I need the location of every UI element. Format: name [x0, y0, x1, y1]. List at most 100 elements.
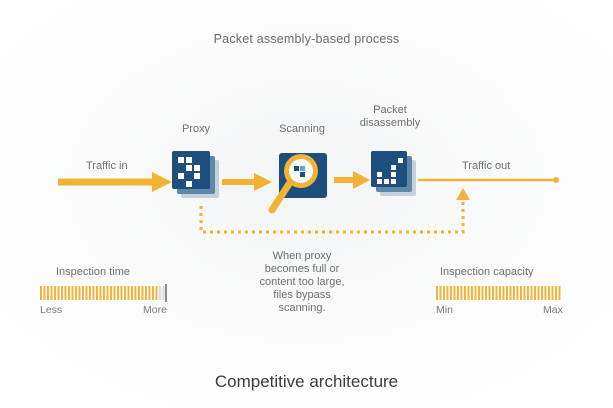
gauge-segment — [124, 286, 126, 300]
gauge-segment — [506, 286, 508, 300]
inspection-time-label: Inspection time — [56, 266, 130, 278]
gauge-segment — [523, 286, 526, 300]
gauge-segment — [481, 286, 484, 300]
gauge-segment — [75, 286, 77, 300]
gauge-segment — [464, 286, 466, 300]
gauge-segment — [541, 286, 543, 300]
traffic-out-label: Traffic out — [462, 160, 511, 172]
gauge-segment — [131, 286, 133, 300]
gauge-segment — [106, 286, 109, 300]
gauge-segment — [141, 286, 144, 300]
gauge-segment — [148, 286, 151, 300]
gauge-segment — [134, 286, 137, 300]
gauge-segment — [537, 286, 540, 300]
gauge-segment — [127, 286, 130, 300]
proxy-icon — [172, 151, 219, 198]
inspection-time-min-label: Less — [40, 304, 63, 316]
gauge-segment — [50, 286, 53, 300]
scanning-label: Scanning — [279, 123, 325, 135]
gauge-segment — [117, 286, 119, 300]
traffic-in-label: Traffic in — [86, 160, 128, 172]
gauge-segment — [446, 286, 449, 300]
gauge-segment — [516, 286, 519, 300]
scanning-magnifier-icon — [268, 153, 327, 214]
gauge-segment — [43, 286, 46, 300]
gauge-segment — [453, 286, 456, 300]
diagram-bottom-title: Competitive architecture — [214, 372, 399, 391]
gauge-segment — [450, 286, 452, 300]
gauge-segment — [155, 286, 158, 300]
inspection-time-max-label: More — [143, 304, 167, 316]
gauge-segment — [145, 286, 147, 300]
gauge-segment — [103, 286, 105, 300]
bypass-note: When proxy becomes full or content too l… — [259, 250, 345, 314]
gauge-end-marker — [165, 284, 167, 302]
gauge-segment — [78, 286, 81, 300]
gauge-segment — [68, 286, 70, 300]
gauge-segment — [96, 286, 98, 300]
gauge-segment — [485, 286, 487, 300]
gauge-segment — [54, 286, 56, 300]
gauge-segment — [495, 286, 498, 300]
bypass-path — [199, 188, 470, 234]
gauge-segment — [120, 286, 123, 300]
gauge-segment — [488, 286, 491, 300]
scan-to-disassembly-arrow — [334, 171, 370, 189]
proxy-to-scan-arrow — [222, 173, 272, 191]
inspection-capacity-max-label: Max — [543, 304, 563, 316]
inspection-capacity-label: Inspection capacity — [440, 266, 534, 278]
gauge-segment — [110, 286, 112, 300]
gauge-segment — [555, 286, 557, 300]
gauge-segment — [47, 286, 49, 300]
gauge-segment — [89, 286, 91, 300]
traffic-in-arrow — [58, 172, 172, 192]
packet-disassembly-icon — [371, 151, 416, 196]
gauge-segment — [492, 286, 494, 300]
gauge-segment — [558, 286, 561, 300]
gauge-segment — [64, 286, 67, 300]
gauge-segment — [467, 286, 470, 300]
gauge-segment — [162, 286, 165, 300]
gauge-segment — [471, 286, 473, 300]
inspection-capacity-min-label: Min — [436, 304, 453, 316]
gauge-segment — [530, 286, 533, 300]
gauge-segment — [499, 286, 501, 300]
gauge-segment — [439, 286, 442, 300]
gauge-segment — [82, 286, 84, 300]
inspection-capacity-gauge — [436, 286, 561, 300]
gauge-segment — [61, 286, 63, 300]
gauge-segment — [520, 286, 522, 300]
gauge-segment — [40, 286, 42, 300]
gauge-segment — [551, 286, 554, 300]
gauge-segment — [460, 286, 463, 300]
diagram-top-title: Packet assembly-based process — [213, 32, 400, 46]
gauge-segment — [527, 286, 529, 300]
gauge-segment — [457, 286, 459, 300]
gauge-segment — [478, 286, 480, 300]
gauge-segment — [474, 286, 477, 300]
gauge-segment — [57, 286, 60, 300]
gauge-segment — [548, 286, 550, 300]
gauge-segment — [544, 286, 547, 300]
gauge-segment — [85, 286, 88, 300]
gauge-segment — [534, 286, 536, 300]
gauge-segment — [436, 286, 438, 300]
gauge-segment — [443, 286, 445, 300]
inspection-time-gauge — [40, 284, 167, 302]
gauge-segment — [92, 286, 95, 300]
traffic-out-line — [418, 177, 559, 183]
packet-disassembly-label: Packet disassembly — [359, 104, 421, 129]
gauge-segment — [502, 286, 505, 300]
proxy-label: Proxy — [181, 123, 211, 135]
gauge-segment — [71, 286, 74, 300]
gauge-segment — [138, 286, 140, 300]
gauge-segment — [113, 286, 116, 300]
gauge-segment — [99, 286, 102, 300]
gauge-segment — [159, 286, 161, 300]
gauge-segment — [513, 286, 515, 300]
gauge-segment — [152, 286, 154, 300]
gauge-segment — [509, 286, 512, 300]
